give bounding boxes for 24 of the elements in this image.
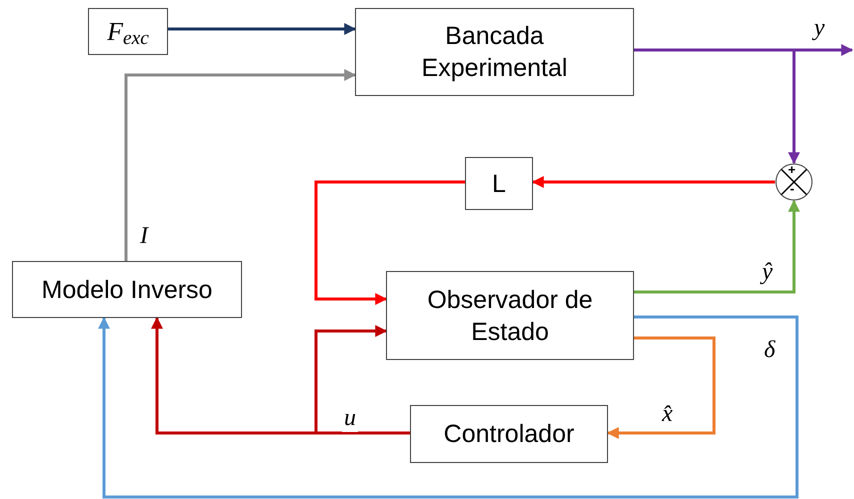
arrow [124,69,356,261]
block-label: Observador de Estado [426,284,594,348]
block-box [12,261,242,318]
block-box [386,271,634,360]
block-box [410,405,608,463]
arrow [314,325,410,434]
arrow [634,48,800,164]
block-box [355,8,634,96]
block-label: L [492,168,506,200]
block-box [88,8,168,55]
sign-label: - [790,182,794,195]
block-label: Controlador [444,419,574,450]
arrow [314,180,465,305]
arrow [532,176,775,188]
block-label: Bancada Experimental [420,21,568,84]
sign-label: + [788,163,796,176]
summing-junction [775,163,813,201]
arrow [98,316,798,498]
block-label: F$_{exc}$ [107,16,149,48]
arrow [634,200,800,294]
arrow [606,336,716,439]
block-box [465,157,533,210]
arrow [168,23,356,35]
block-label: Modelo Inverso [42,274,212,306]
